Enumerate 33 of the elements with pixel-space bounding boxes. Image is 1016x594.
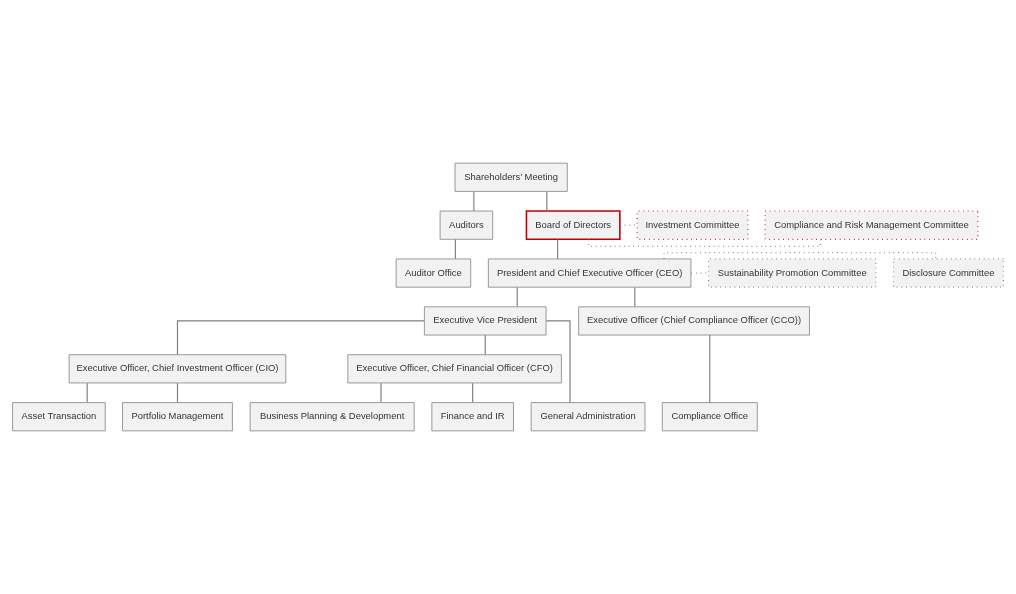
- connector: [176, 320, 425, 356]
- connector: [454, 238, 456, 260]
- node-box: Executive Vice President: [424, 306, 547, 336]
- connector: [709, 334, 711, 404]
- connector: [634, 286, 636, 308]
- connector: [546, 191, 548, 212]
- node-box: Compliance and Risk Management Committee: [764, 210, 979, 240]
- connector: [473, 191, 475, 212]
- connector: [380, 382, 382, 403]
- connector: [86, 382, 88, 403]
- node-box: Asset Transaction: [12, 402, 106, 432]
- node-box: Executive Officer, Chief Investment Officer (CIO): [68, 354, 287, 384]
- node-box: Investment Committee: [636, 210, 749, 240]
- connector: [557, 238, 559, 260]
- node-box: Sustainability Promotion Committee: [708, 258, 877, 288]
- node-box: Executive Officer, Chief Financial Officer (CFO): [347, 354, 562, 384]
- node-box: Executive Officer (Chief Compliance Officer (CCO)): [578, 306, 810, 336]
- node-box: Business Planning & Development: [249, 402, 415, 432]
- node-box: Auditor Office: [395, 258, 472, 288]
- node-box: President and Chief Executive Officer (CEO): [487, 258, 692, 288]
- connector: [545, 320, 571, 404]
- node-box: General Administration: [530, 402, 646, 432]
- node-box: Compliance Office: [661, 402, 758, 432]
- connector: [472, 382, 474, 403]
- node-box: Auditors: [439, 210, 494, 240]
- node-box: Shareholders’ Meeting: [454, 162, 568, 192]
- connector: [176, 382, 179, 403]
- connector: [516, 286, 518, 308]
- connector: [484, 334, 486, 356]
- node-box: Portfolio Management: [122, 402, 233, 432]
- node-box: Board of Directors: [525, 210, 621, 241]
- node-box: Finance and IR: [431, 402, 514, 432]
- node-box: Disclosure Committee: [892, 258, 1004, 288]
